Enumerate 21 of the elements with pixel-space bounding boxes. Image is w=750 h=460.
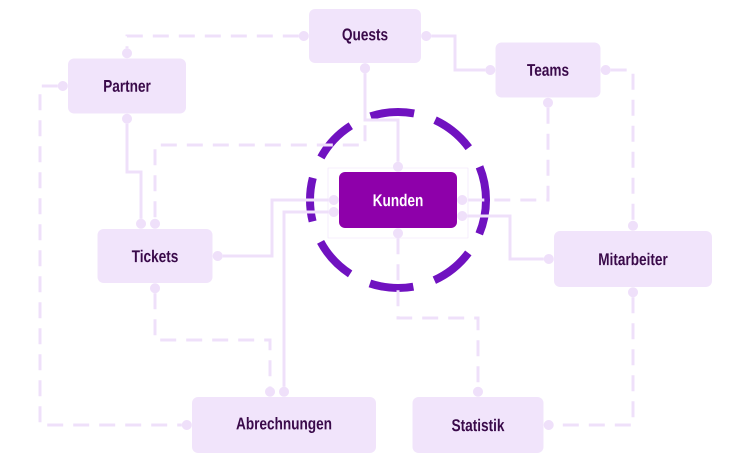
topic-box: Abrechnungen xyxy=(192,397,376,453)
topic-box: Partner xyxy=(68,58,186,114)
topic-box: Statistik xyxy=(412,397,544,453)
connector xyxy=(360,63,403,172)
connector xyxy=(393,228,483,397)
topic-box: Teams xyxy=(496,42,600,98)
connector xyxy=(457,211,554,264)
connector xyxy=(150,283,275,397)
topic-box: Tickets xyxy=(98,229,212,283)
connector xyxy=(457,98,553,205)
connector xyxy=(600,65,638,231)
topic-box: Mitarbeiter xyxy=(554,231,712,287)
connector xyxy=(122,114,146,229)
connector xyxy=(421,31,496,75)
connector xyxy=(38,81,192,430)
connector xyxy=(212,195,339,261)
hub-box: Kunden xyxy=(339,172,457,228)
connector xyxy=(122,31,309,58)
connector xyxy=(279,207,339,397)
connector xyxy=(544,287,638,430)
topic-box: Quests xyxy=(309,9,421,63)
